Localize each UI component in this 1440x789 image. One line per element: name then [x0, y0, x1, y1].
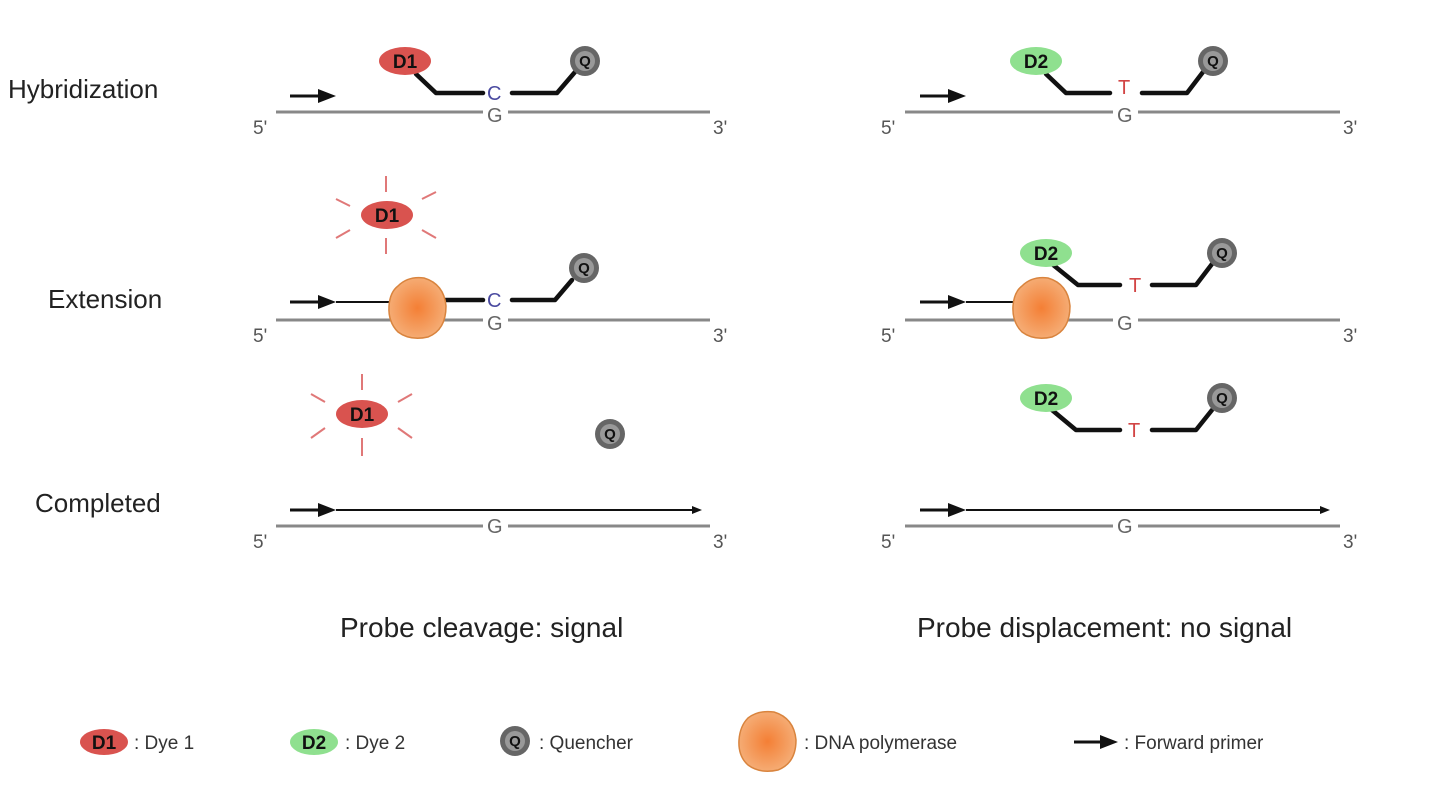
row-label-hybridization: Hybridization	[8, 74, 158, 104]
template-base-g: G	[1117, 516, 1133, 538]
probe-base-t: T	[1128, 420, 1140, 442]
dye2-label: D2	[1034, 244, 1058, 265]
template-base-g: G	[487, 516, 503, 538]
probe-strand	[1149, 407, 1215, 433]
dye1-burst	[310, 374, 413, 456]
quencher-badge: Q	[1198, 46, 1228, 76]
template-base-g: G	[487, 313, 503, 335]
quencher-badge: Q	[569, 253, 599, 283]
dye1-label: D1	[350, 405, 375, 426]
three-prime-label: 3'	[713, 326, 727, 347]
left-completed-panel: D1 Q 5' 3' G	[253, 374, 727, 553]
probe-base-t: T	[1118, 77, 1130, 99]
five-prime-label: 5'	[881, 118, 895, 139]
quencher-badge: Q	[1207, 238, 1237, 268]
right-hybridization-panel: 5' 3' G T D2 Q	[881, 46, 1357, 139]
quencher-label: Q	[578, 260, 590, 277]
forward-primer-arrow	[920, 89, 966, 103]
dna-polymerase	[738, 710, 797, 772]
probe-strand	[1043, 71, 1113, 96]
left-extension-panel: D1 5' 3' G C Q	[253, 176, 727, 347]
three-prime-label: 3'	[1343, 326, 1357, 347]
probe-strand	[1139, 69, 1206, 96]
dye2-badge: D2	[1020, 384, 1072, 412]
five-prime-label: 5'	[881, 326, 895, 347]
legend-item-primer: : Forward primer	[1074, 733, 1264, 754]
forward-primer-arrow	[920, 503, 1330, 517]
quencher-label: Q	[1216, 245, 1228, 262]
dna-polymerase	[388, 276, 447, 339]
dye1-label: D1	[393, 52, 418, 73]
dye2-badge: D2	[1010, 47, 1062, 75]
legend-item-polymerase: : DNA polymerase	[738, 710, 957, 772]
forward-primer-arrow	[290, 503, 702, 517]
probe-strand	[509, 277, 575, 303]
five-prime-label: 5'	[253, 326, 267, 347]
three-prime-label: 3'	[713, 532, 727, 553]
legend-label-primer: : Forward primer	[1124, 733, 1264, 754]
quencher-badge: Q	[570, 46, 600, 76]
legend-item-quencher: Q : Quencher	[500, 726, 634, 756]
caption-probe-cleavage: Probe cleavage: signal	[340, 612, 623, 643]
quencher-label: Q	[509, 733, 521, 750]
template-base-g: G	[1117, 105, 1133, 127]
legend-item-dye2: D2 : Dye 2	[290, 729, 405, 755]
quencher-label: Q	[604, 426, 616, 443]
dye1-label: D1	[92, 733, 117, 754]
right-completed-panel: T D2 Q 5' 3' G	[881, 383, 1357, 553]
five-prime-label: 5'	[253, 118, 267, 139]
probe-strand	[509, 69, 578, 96]
three-prime-label: 3'	[713, 118, 727, 139]
three-prime-label: 3'	[1343, 532, 1357, 553]
quencher-badge: Q	[1207, 383, 1237, 413]
row-label-extension: Extension	[48, 284, 162, 314]
dna-polymerase	[1012, 276, 1071, 339]
dye2-label: D2	[302, 733, 326, 754]
dye1-burst	[335, 176, 437, 254]
probe-strand	[1149, 261, 1215, 288]
legend-item-dye1: D1 : Dye 1	[80, 729, 194, 755]
probe-base-c: C	[487, 83, 501, 105]
legend-label-dye2: : Dye 2	[345, 733, 405, 754]
five-prime-label: 5'	[881, 532, 895, 553]
forward-primer-arrow	[290, 89, 336, 103]
dye2-label: D2	[1024, 52, 1048, 73]
legend: D1 : Dye 1 D2 : Dye 2 Q : Quencher : DNA…	[80, 710, 1264, 772]
probe-strand	[1049, 407, 1123, 433]
dye2-badge: D2	[1020, 239, 1072, 267]
probe-strand	[413, 71, 486, 96]
row-label-completed: Completed	[35, 488, 161, 518]
right-extension-panel: 5' 3' G T D2 Q	[881, 238, 1357, 347]
forward-primer-arrow	[1074, 735, 1118, 749]
dye1-label: D1	[375, 206, 400, 227]
left-hybridization-panel: 5' 3' G C D1 Q	[253, 46, 727, 139]
dye2-label: D2	[1034, 389, 1058, 410]
legend-label-quencher: : Quencher	[539, 733, 634, 754]
probe-base-t: T	[1129, 275, 1141, 297]
forward-primer-arrow	[290, 295, 400, 309]
caption-probe-displacement: Probe displacement: no signal	[917, 612, 1292, 643]
dye1-badge: D1	[379, 47, 431, 75]
three-prime-label: 3'	[1343, 118, 1357, 139]
quencher-label: Q	[1207, 53, 1219, 70]
probe-base-c: C	[487, 290, 501, 312]
dye1-badge: D1	[336, 400, 388, 428]
legend-label-dye1: : Dye 1	[134, 733, 194, 754]
quencher-badge: Q	[595, 419, 625, 449]
quencher-label: Q	[1216, 390, 1228, 407]
dye1-badge: D1	[361, 201, 413, 229]
quencher-label: Q	[579, 53, 591, 70]
template-base-g: G	[1117, 313, 1133, 335]
probe-strand	[1049, 261, 1123, 288]
template-base-g: G	[487, 105, 503, 127]
five-prime-label: 5'	[253, 532, 267, 553]
legend-label-polymerase: : DNA polymerase	[804, 733, 957, 754]
